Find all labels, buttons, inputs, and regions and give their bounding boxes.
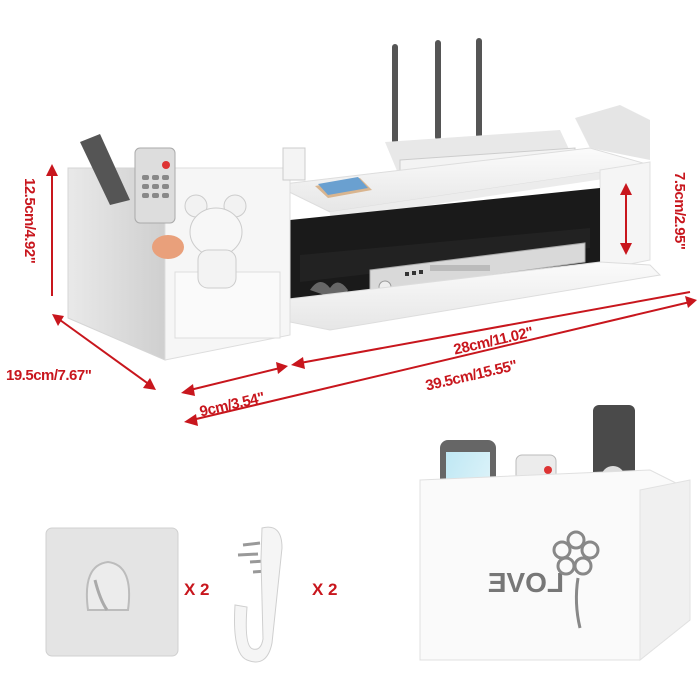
wall-hook (234, 526, 283, 663)
dimension-shelf-gap-label: 7.5cm/2.95" (671, 172, 688, 250)
remote-box: LOVE (419, 405, 691, 662)
wall-hook-quantity: X 2 (312, 580, 338, 599)
svg-text:LOVE: LOVE (488, 567, 564, 598)
dimension-depth-label: 19.5cm/7.67" (6, 367, 92, 384)
adhesive-hook-quantity: X 2 (184, 580, 210, 599)
adhesive-hook (45, 527, 179, 657)
dimension-height-label: 12.5cm/4.92" (21, 178, 38, 264)
